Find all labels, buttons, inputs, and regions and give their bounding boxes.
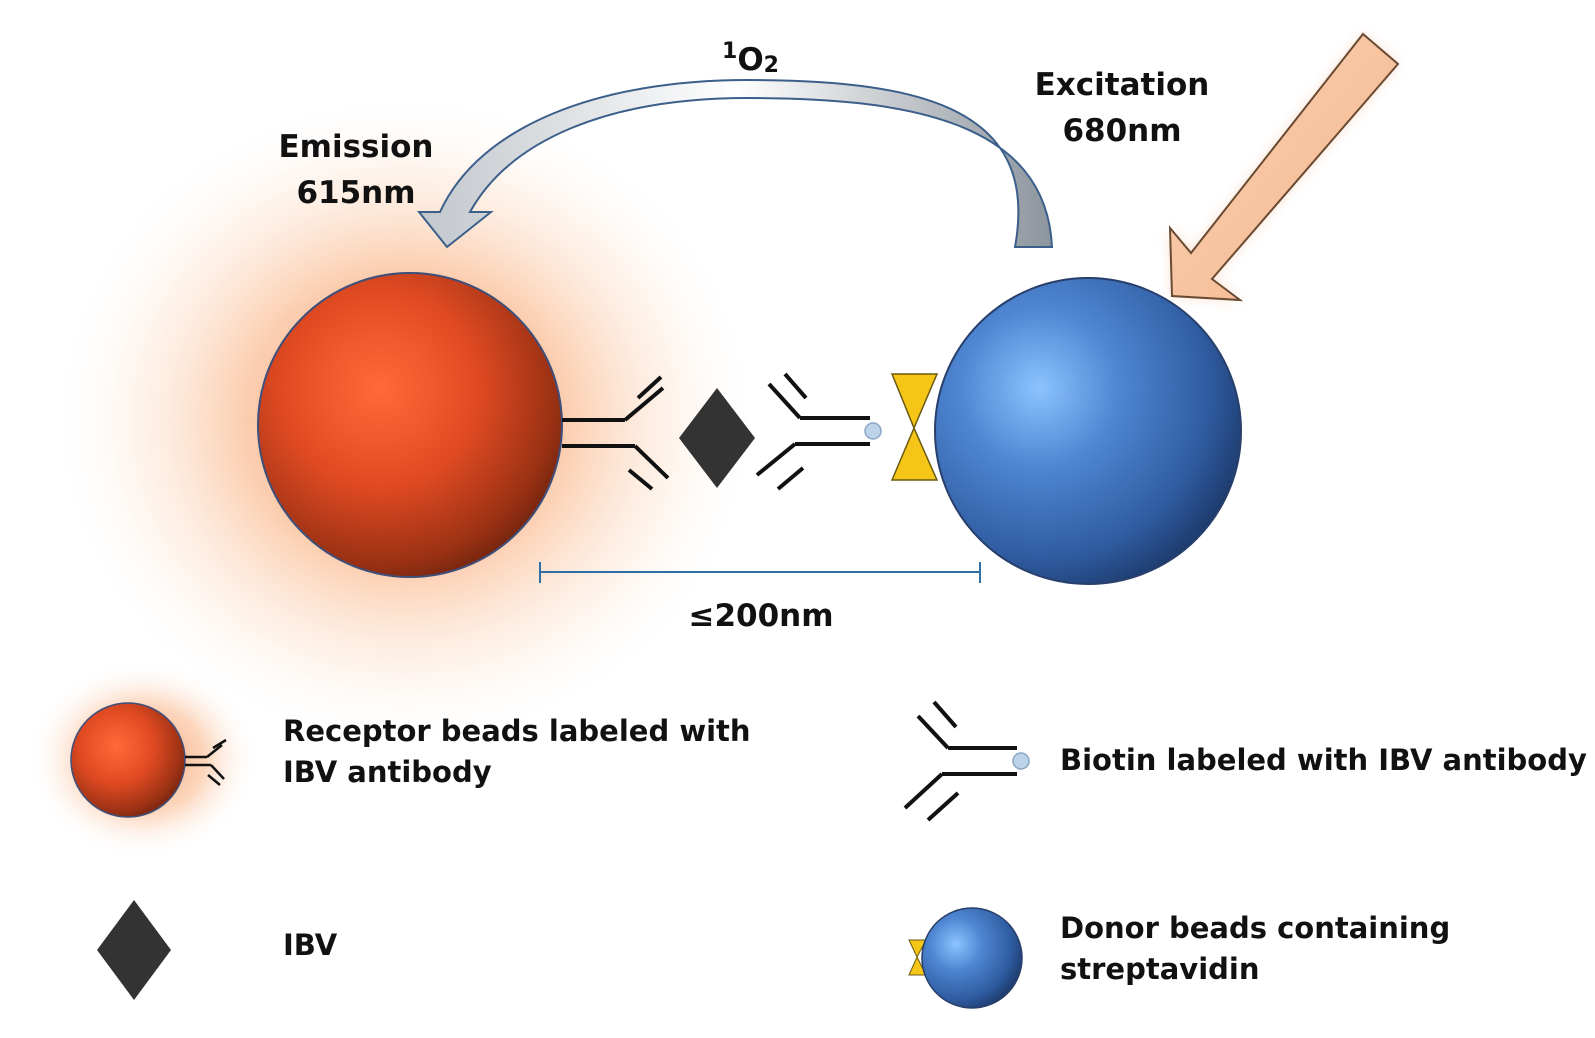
singlet-oxygen-sup: 1 <box>722 39 737 64</box>
singlet-oxygen-arrow <box>416 78 1054 249</box>
legend-receptor-antibody-icon <box>185 738 227 786</box>
legend-biotin-antibody-icon <box>903 700 1017 822</box>
emission-label-line2: 615nm <box>296 175 415 211</box>
emission-label-line1: Emission <box>279 129 434 165</box>
legend-receptor-text-line2: IBV antibody <box>283 755 492 789</box>
biotin-dot <box>864 422 882 440</box>
excitation-arrow <box>1168 32 1400 302</box>
donor-bead <box>934 277 1242 585</box>
legend-donor-bead-icon <box>921 907 1023 1009</box>
distance-scale <box>539 562 981 583</box>
legend-ibv-text: IBV <box>283 928 338 962</box>
receptor-antibody <box>562 375 670 491</box>
legend-donor-text-line2: streptavidin <box>1060 952 1259 986</box>
ibv-antigen <box>679 388 755 488</box>
legend-receptor-bead-icon <box>70 702 186 818</box>
legend-donor-text-line1: Donor beads containing <box>1060 911 1450 945</box>
legend-biotin-text: Biotin labeled with IBV antibody <box>1060 743 1587 777</box>
legend-ibv-icon <box>97 900 171 1000</box>
streptavidin <box>890 373 939 481</box>
distance-label: ≤200nm <box>688 598 833 634</box>
excitation-label-line1: Excitation <box>1035 67 1210 103</box>
receptor-bead <box>257 272 563 578</box>
singlet-oxygen-main: O <box>737 42 763 78</box>
excitation-label-line2: 680nm <box>1062 113 1181 149</box>
legend-biotin-dot <box>1012 752 1030 770</box>
singlet-oxygen-sub: 2 <box>764 53 779 78</box>
legend-receptor-text-line1: Receptor beads labeled with <box>283 714 751 748</box>
singlet-oxygen-label: 1O2 <box>722 39 779 78</box>
biotin-antibody <box>755 372 870 491</box>
